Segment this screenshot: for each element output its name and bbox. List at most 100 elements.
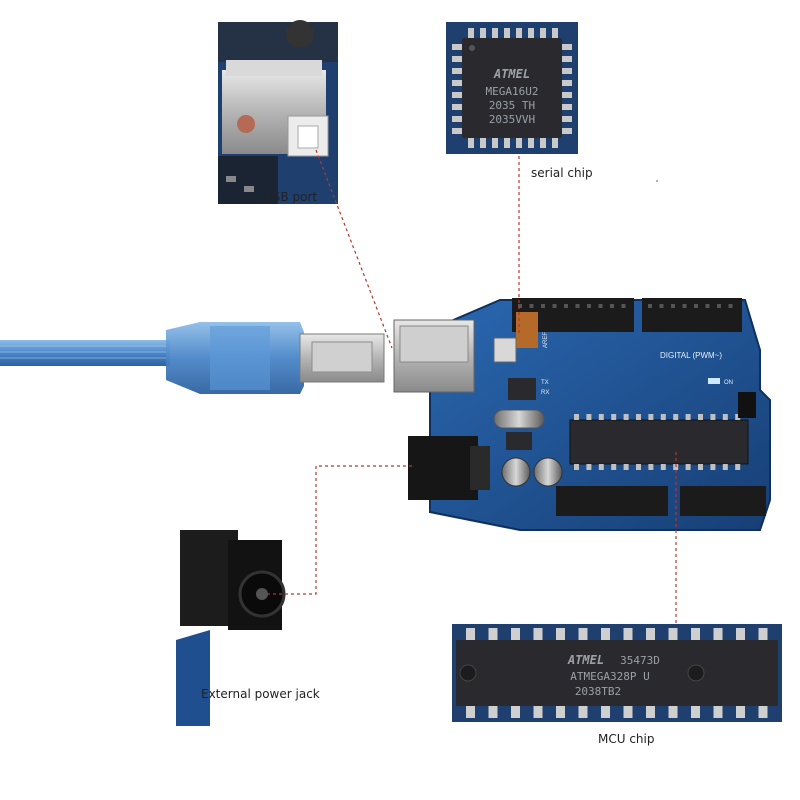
serial-chip-pin bbox=[468, 28, 474, 38]
usb-cable bbox=[0, 322, 385, 394]
arduino-board: DIGITAL (PWM~) AREF TX RX ON bbox=[393, 298, 771, 531]
mcu-inset-pin bbox=[556, 706, 565, 718]
serial-chip-pin bbox=[552, 138, 558, 148]
mcu-inset-pin bbox=[691, 628, 700, 640]
mcu-inset-pin bbox=[533, 628, 543, 640]
mcu-board-pin bbox=[598, 464, 604, 470]
digital-label: DIGITAL (PWM~) bbox=[660, 351, 722, 360]
header-pin bbox=[552, 304, 557, 308]
mcu-board-pin bbox=[636, 414, 641, 420]
mcu-board-pin bbox=[685, 464, 691, 470]
header-pin bbox=[541, 304, 545, 308]
mcu-inset-pin bbox=[668, 706, 678, 718]
mcu-board-pin bbox=[685, 414, 691, 420]
serial-chip-pin bbox=[540, 28, 546, 38]
mcu-board-pin bbox=[735, 464, 741, 470]
mcu-inset-pin bbox=[466, 628, 475, 640]
mcu-inset-pin bbox=[488, 706, 498, 718]
mcu-inset-pin bbox=[691, 706, 700, 718]
header-pin bbox=[728, 304, 733, 308]
mcu-board-pin bbox=[586, 464, 592, 470]
header-pin bbox=[671, 304, 675, 308]
serial-chip-pin bbox=[516, 138, 522, 148]
header-pin bbox=[587, 304, 591, 308]
power-callout-line bbox=[268, 465, 412, 595]
serial-chip-pin bbox=[528, 138, 534, 148]
mcu-board-pin bbox=[598, 414, 604, 420]
serial-chip-pin bbox=[562, 128, 572, 134]
serial-chip-pin bbox=[492, 28, 498, 38]
power-jack-label: External power jack bbox=[201, 687, 320, 701]
mcu-inset-pin bbox=[713, 706, 723, 718]
serial-chip-pin bbox=[562, 68, 572, 74]
mcu-inset-pin bbox=[646, 628, 655, 640]
mcu-inset-pin bbox=[578, 628, 588, 640]
callout-lines bbox=[268, 149, 677, 626]
usb-port-inset bbox=[218, 20, 338, 204]
mcu-inset-pin bbox=[601, 706, 610, 718]
mcu-inset-pin bbox=[668, 628, 678, 640]
serial-chip-label: serial chip bbox=[531, 166, 593, 180]
mcu-board-pin bbox=[660, 414, 666, 420]
mcu-board-pin bbox=[623, 414, 629, 420]
header-pin bbox=[575, 304, 580, 308]
header-pin bbox=[610, 304, 614, 308]
on-label: ON bbox=[724, 380, 733, 386]
mcu-inset-pin bbox=[623, 706, 633, 718]
rx-label: RX bbox=[541, 390, 549, 396]
serial-chip-pin bbox=[452, 44, 462, 50]
serial-chip-pin bbox=[480, 138, 486, 148]
mcu-board-pin bbox=[574, 414, 579, 420]
serial-chip-pin bbox=[562, 104, 572, 110]
serial-chip-pin bbox=[452, 92, 462, 98]
header-pin bbox=[564, 304, 568, 308]
mcu-inset-pin bbox=[601, 628, 610, 640]
header-pin bbox=[529, 304, 534, 308]
header-pin bbox=[682, 304, 687, 308]
mcu-inset-pin bbox=[466, 706, 475, 718]
power-jack-inset bbox=[176, 526, 286, 726]
mcu-inset-pin bbox=[736, 706, 745, 718]
serial-chip-pin bbox=[480, 28, 486, 38]
serial-chip-pin bbox=[562, 44, 572, 50]
mcu-inset-pin bbox=[511, 706, 520, 718]
serial-chip-brand: ATMEL bbox=[493, 67, 530, 81]
mcu-inset-pin bbox=[646, 706, 655, 718]
serial-chip-pin bbox=[562, 80, 572, 86]
serial-chip-pin bbox=[516, 28, 522, 38]
serial-chip-pin bbox=[552, 28, 558, 38]
header-pin bbox=[598, 304, 603, 308]
header-pin bbox=[694, 304, 698, 308]
mcu-board-pin bbox=[636, 464, 641, 470]
stray-dot bbox=[656, 180, 658, 182]
usb-port-label: USB port bbox=[264, 190, 318, 204]
serial-chip-pin bbox=[562, 116, 572, 122]
serial-chip-pin bbox=[492, 138, 498, 148]
serial-chip-line3: 2035VVH bbox=[489, 113, 535, 126]
mcu-board-pin bbox=[710, 414, 716, 420]
mcu-board-pin bbox=[673, 414, 679, 420]
serial-chip-pin bbox=[528, 28, 534, 38]
mcu-board-pin bbox=[574, 464, 579, 470]
header-pin bbox=[621, 304, 626, 308]
mcu-chip-code: 35473D bbox=[620, 654, 660, 667]
mcu-inset-pin bbox=[578, 706, 588, 718]
serial-chip-pin bbox=[452, 56, 462, 62]
mcu-board-pin bbox=[660, 464, 666, 470]
mcu-chip-line2: 2038TB2 bbox=[575, 685, 621, 698]
aref-label: AREF bbox=[543, 332, 549, 348]
serial-chip-line1: MEGA16U2 bbox=[486, 85, 539, 98]
mcu-inset-pin bbox=[736, 628, 745, 640]
mcu-inset-pin bbox=[556, 628, 565, 640]
serial-chip-pin bbox=[452, 116, 462, 122]
serial-chip-pin bbox=[452, 68, 462, 74]
mcu-chip-brand: ATMEL bbox=[567, 653, 604, 667]
mcu-chip-label: MCU chip bbox=[598, 732, 655, 746]
mcu-board-pin bbox=[722, 464, 728, 470]
mcu-board-pin bbox=[710, 464, 716, 470]
mcu-board-pin bbox=[735, 414, 741, 420]
mcu-inset-pin bbox=[488, 628, 498, 640]
mcu-board-pin bbox=[648, 414, 654, 420]
header-pin bbox=[518, 304, 522, 308]
mcu-inset-pin bbox=[533, 706, 543, 718]
